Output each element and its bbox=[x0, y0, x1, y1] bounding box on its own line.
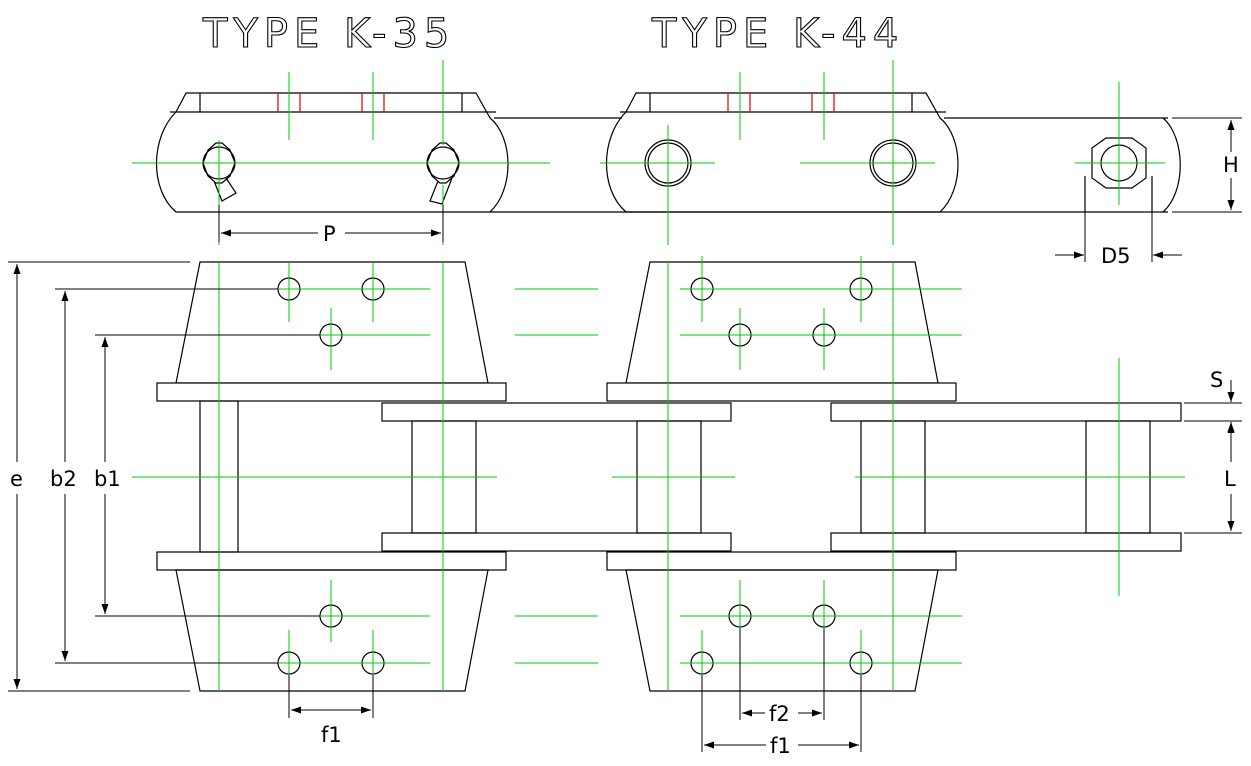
dim-label-H: H bbox=[1223, 153, 1239, 177]
link-plate-upper-2 bbox=[830, 402, 1182, 422]
side-plate-k35 bbox=[155, 92, 509, 213]
dim-label-f1-k44: f1 bbox=[770, 734, 791, 758]
link-plate-lower-1 bbox=[381, 532, 732, 552]
dim-label-f1-k35: f1 bbox=[321, 723, 342, 747]
side-view: P H D5 bbox=[132, 60, 1242, 268]
wing-plate-k44-lower bbox=[625, 569, 939, 692]
side-end-link bbox=[1162, 117, 1181, 213]
top-centerlines bbox=[132, 256, 1185, 691]
side-centerlines bbox=[132, 60, 1165, 245]
dimension-D5: D5 bbox=[1055, 212, 1182, 268]
red-markers-k35 bbox=[277, 93, 385, 112]
dimension-S: S bbox=[1184, 368, 1242, 440]
wing-plate-k35-upper bbox=[175, 261, 489, 384]
title-type-k35: TYPE K-35 bbox=[202, 11, 455, 57]
title-type-k44: TYPE K-44 bbox=[651, 11, 904, 57]
dim-label-f2: f2 bbox=[769, 702, 790, 726]
link-plate-lower-2 bbox=[830, 532, 1182, 552]
dimension-f1-k35: f1 bbox=[288, 675, 374, 747]
link-plate-upper-1 bbox=[381, 402, 732, 422]
side-plate-k44 bbox=[605, 92, 959, 213]
dimension-b2: b2 bbox=[50, 288, 278, 664]
dimension-b1: b1 bbox=[94, 334, 320, 617]
red-markers-k44 bbox=[727, 93, 835, 112]
dim-label-e: e bbox=[10, 467, 23, 491]
dimension-P: P bbox=[218, 205, 444, 246]
dim-label-D5: D5 bbox=[1101, 244, 1131, 268]
wing-plate-k35-lower bbox=[175, 569, 489, 692]
holes-k44 bbox=[690, 277, 873, 675]
dimension-f1-k44: f1 bbox=[701, 675, 862, 758]
dim-label-b2: b2 bbox=[50, 467, 77, 491]
dim-label-S: S bbox=[1210, 368, 1223, 392]
dim-label-L: L bbox=[1224, 467, 1236, 491]
dimension-f2: f2 bbox=[739, 628, 825, 726]
wing-plate-k44-upper bbox=[625, 261, 939, 384]
top-view: e b2 b1 S bbox=[8, 256, 1242, 758]
dimension-e: e bbox=[8, 261, 190, 692]
dimension-H: H bbox=[1172, 117, 1242, 213]
dimension-L: L bbox=[1184, 423, 1242, 534]
dim-label-b1: b1 bbox=[94, 467, 121, 491]
dim-label-P: P bbox=[323, 222, 336, 246]
